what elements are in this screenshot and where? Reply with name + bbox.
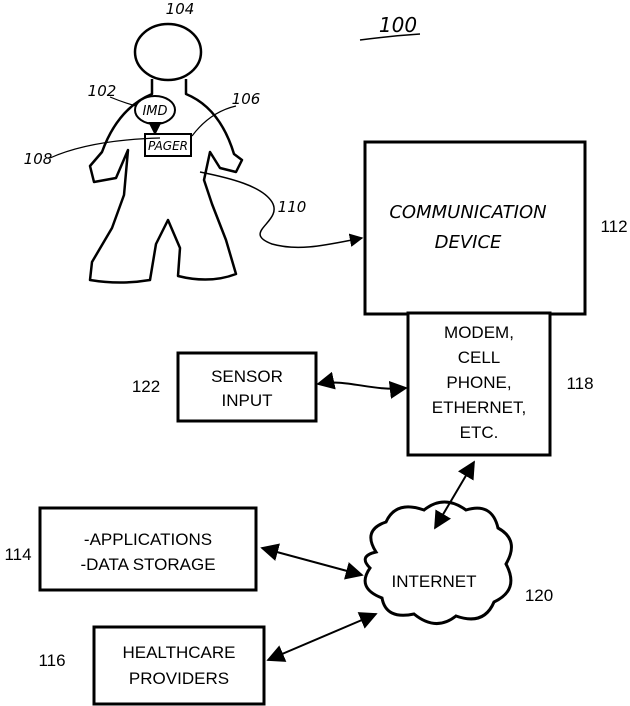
ref-110: 110 (278, 198, 307, 216)
modem-line-2: CELL (458, 348, 501, 367)
communication-device-line1: COMMUNICATION (389, 202, 546, 223)
ref-108: 108 (24, 150, 53, 168)
leader-108 (50, 138, 160, 158)
pager-label: PAGER (148, 139, 188, 153)
modem-line-3: PHONE, (446, 373, 511, 392)
figure-number: 100 (379, 13, 417, 37)
leader-102 (110, 97, 136, 106)
ref-116: 116 (38, 651, 65, 670)
sensor-line-1: SENSOR (211, 367, 283, 386)
healthcare-internet-arrow (268, 614, 376, 660)
patient-head (135, 24, 201, 80)
ref-104: 104 (166, 0, 195, 18)
internet-label: INTERNET (392, 572, 477, 591)
modem-line-4: ETHERNET, (432, 398, 526, 417)
healthcare-line-1: HEALTHCARE (122, 643, 235, 662)
healthcare-line-2: PROVIDERS (129, 669, 229, 688)
ref-118: 118 (566, 374, 593, 393)
imd-label: IMD (142, 104, 167, 119)
applications-line-2: -DATA STORAGE (80, 555, 215, 574)
leader-106 (192, 106, 236, 136)
modem-line-5: ETC. (460, 423, 499, 442)
communication-device-box (365, 142, 585, 314)
applications-box (40, 508, 256, 590)
ref-106: 106 (232, 90, 261, 108)
sensor-input-box (178, 353, 316, 421)
internet-cloud (365, 502, 511, 624)
ref-120: 120 (525, 586, 553, 605)
applications-internet-arrow (262, 548, 362, 575)
sensor-line-2: INPUT (222, 391, 273, 410)
ref-114: 114 (4, 545, 31, 564)
sensor-modem-arrow (318, 382, 406, 388)
modem-line-1: MODEM, (444, 323, 514, 342)
ref-122: 122 (132, 377, 160, 396)
communication-device-line2: DEVICE (435, 232, 502, 253)
ref-112: 112 (600, 217, 627, 236)
applications-line-1: -APPLICATIONS (84, 530, 212, 549)
healthcare-providers-box (94, 627, 264, 704)
